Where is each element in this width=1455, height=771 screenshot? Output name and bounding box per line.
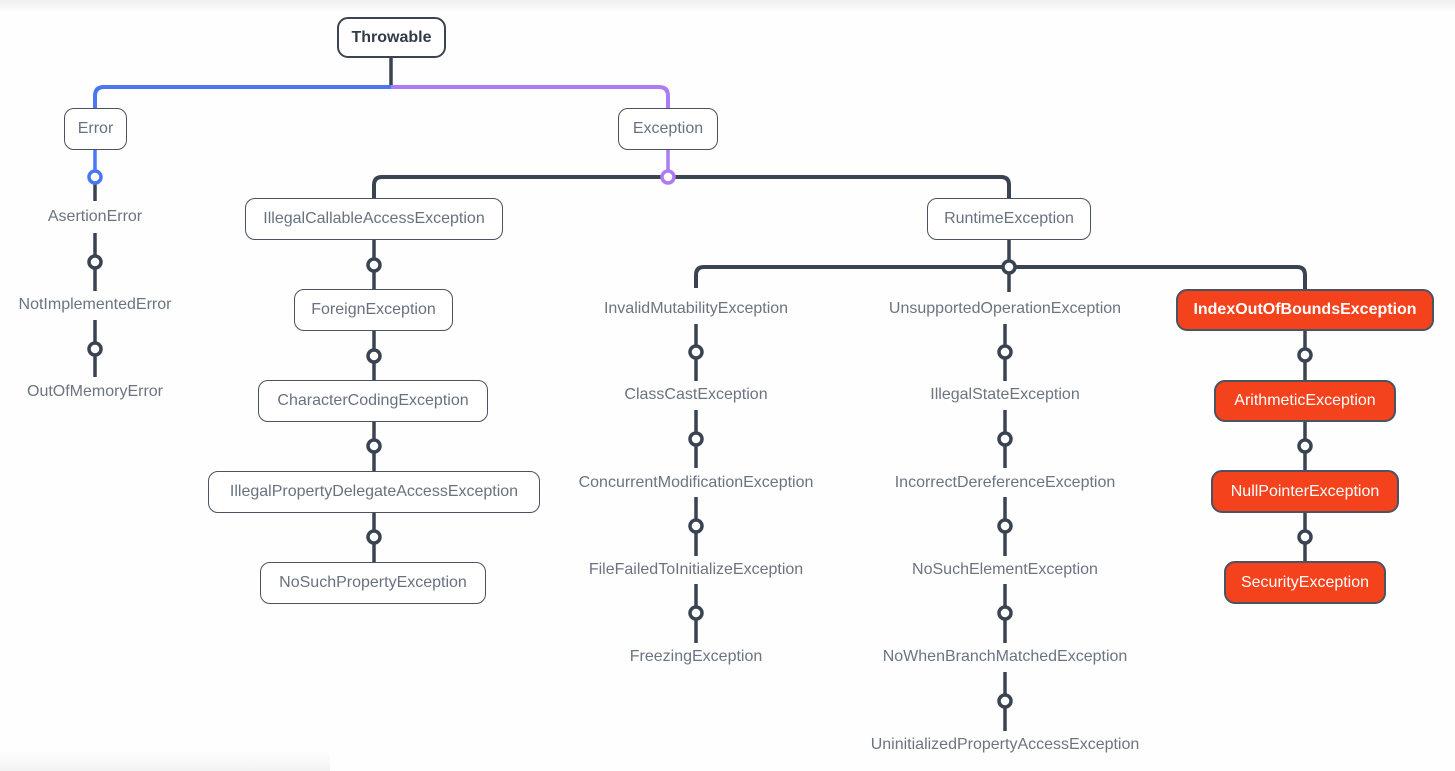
- node-no-when-branch-matched-exception[interactable]: NoWhenBranchMatchedException: [882, 648, 1128, 665]
- node-incorrect-dereference-exception[interactable]: IncorrectDereferenceException: [894, 474, 1116, 491]
- node-invalid-mutability-exception[interactable]: InvalidMutabilityException: [603, 300, 789, 317]
- link-toggle-error[interactable]: [87, 169, 103, 185]
- link-toggle[interactable]: [997, 605, 1013, 621]
- link-toggle-runtime[interactable]: [1001, 259, 1017, 275]
- node-no-such-property-exception[interactable]: NoSuchPropertyException: [260, 562, 486, 604]
- link-toggle[interactable]: [366, 348, 382, 364]
- node-no-such-element-exception[interactable]: NoSuchElementException: [912, 561, 1098, 578]
- connector-exception-branch: [391, 85, 670, 108]
- link-toggle[interactable]: [688, 605, 704, 621]
- node-arithmetic-exception[interactable]: ArithmeticException: [1214, 380, 1396, 422]
- node-error[interactable]: Error: [64, 108, 127, 150]
- node-foreign-exception[interactable]: ForeignException: [294, 289, 453, 331]
- link-toggle[interactable]: [688, 518, 704, 534]
- link-toggle[interactable]: [366, 438, 382, 454]
- node-index-out-of-bounds-exception[interactable]: IndexOutOfBoundsException: [1176, 289, 1434, 331]
- link-toggle[interactable]: [997, 431, 1013, 447]
- node-null-pointer-exception[interactable]: NullPointerException: [1211, 470, 1399, 513]
- node-uninitialized-property-access-exception[interactable]: UninitializedPropertyAccessException: [870, 736, 1140, 753]
- node-freezing-exception[interactable]: FreezingException: [629, 648, 763, 665]
- node-file-failed-to-initialize-exception[interactable]: FileFailedToInitializeException: [588, 561, 804, 578]
- link-toggle[interactable]: [87, 254, 103, 270]
- node-out-of-memory-error[interactable]: OutOfMemoryError: [26, 383, 164, 400]
- link-toggle[interactable]: [997, 693, 1013, 709]
- node-character-coding-exception[interactable]: CharacterCodingException: [258, 380, 488, 422]
- node-illegal-state-exception[interactable]: IllegalStateException: [930, 386, 1080, 403]
- connector-runtime-bus: [694, 265, 1307, 289]
- connector-exception-bus: [372, 175, 1011, 198]
- link-toggle[interactable]: [997, 344, 1013, 360]
- node-not-implemented-error[interactable]: NotImplementedError: [18, 296, 172, 313]
- node-unsupported-operation-exception[interactable]: UnsupportedOperationException: [888, 300, 1122, 317]
- link-toggle[interactable]: [1297, 347, 1313, 363]
- link-toggle[interactable]: [87, 341, 103, 357]
- node-security-exception[interactable]: SecurityException: [1224, 561, 1386, 604]
- link-toggle[interactable]: [688, 431, 704, 447]
- link-toggle[interactable]: [688, 344, 704, 360]
- node-illegal-property-delegate-access-exception[interactable]: IllegalPropertyDelegateAccessException: [208, 471, 540, 513]
- link-toggle[interactable]: [997, 518, 1013, 534]
- node-asertion-error[interactable]: AsertionError: [47, 208, 143, 225]
- node-runtime-exception[interactable]: RuntimeException: [927, 198, 1091, 240]
- link-toggle-exception[interactable]: [660, 169, 676, 185]
- node-throwable[interactable]: Throwable: [337, 17, 446, 58]
- link-toggle[interactable]: [1297, 438, 1313, 454]
- node-concurrent-modification-exception[interactable]: ConcurrentModificationException: [578, 474, 814, 491]
- link-toggle[interactable]: [366, 257, 382, 273]
- link-toggle[interactable]: [1297, 529, 1313, 545]
- link-toggle[interactable]: [366, 529, 382, 545]
- node-class-cast-exception[interactable]: ClassCastException: [624, 386, 768, 403]
- node-exception[interactable]: Exception: [618, 108, 718, 150]
- node-illegal-callable-access-exception[interactable]: IllegalCallableAccessException: [245, 198, 503, 240]
- connector-error-branch: [93, 85, 391, 108]
